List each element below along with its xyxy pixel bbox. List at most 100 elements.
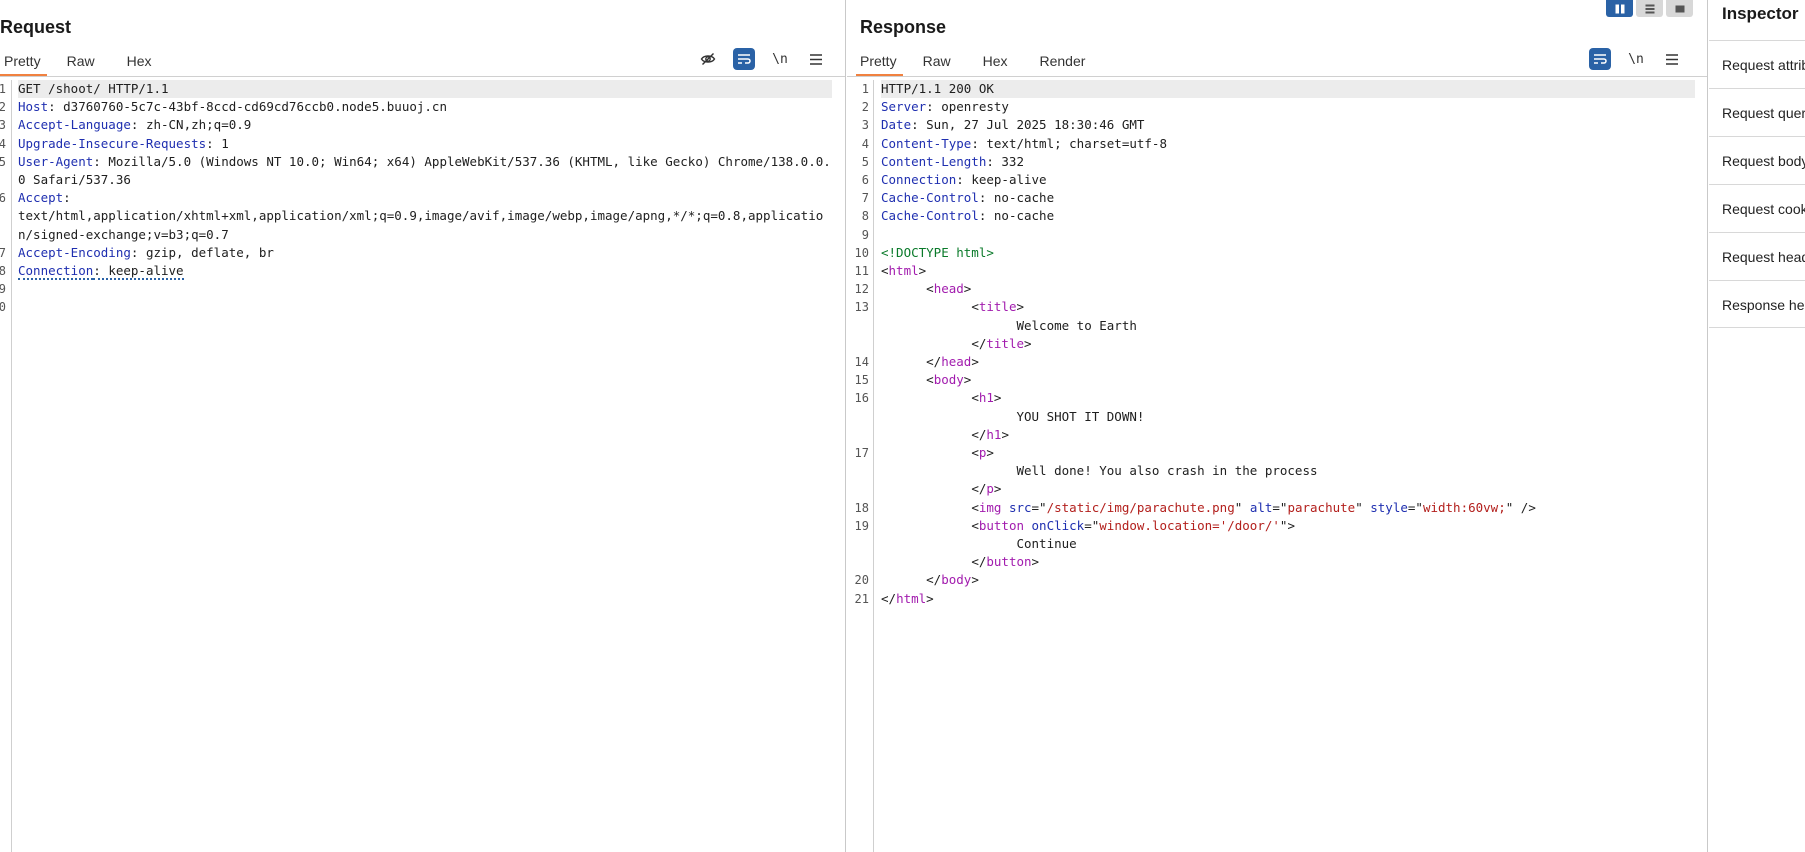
response-toolbar: \n [1589, 48, 1683, 70]
bracket: > [963, 281, 972, 297]
bracket: < [971, 499, 979, 515]
html-text: YOU SHOT IT DOWN! [1016, 408, 1145, 424]
code-text: YOU SHOT IT DOWN! [881, 408, 1695, 426]
line-number: 21 [854, 591, 869, 606]
inspector-item-response-headers[interactable]: Response headers [1709, 280, 1805, 328]
inspector-item-request-headers[interactable]: Request headers [1709, 232, 1805, 280]
split-rows-icon[interactable] [1636, 0, 1663, 17]
code-text: Host: d3760760-5c7c-43bf-8ccd-cd69cd76cc… [18, 98, 832, 116]
response-line: 14 </head> [847, 353, 1695, 371]
bracket: </ [926, 354, 942, 370]
bracket: </ [971, 481, 987, 497]
header-value: : 1 [206, 135, 229, 151]
attr-quote: " [1234, 499, 1243, 515]
inspector-item-request-query-parameters[interactable]: Request query parameters [1709, 88, 1805, 136]
request-tab-raw[interactable]: Raw [66, 53, 95, 69]
split-columns-icon[interactable] [1606, 0, 1633, 17]
hamburger-icon[interactable] [1661, 48, 1683, 70]
bracket: < [971, 299, 979, 315]
attr-quote: " [1355, 499, 1363, 515]
attr-value: window.location='/door/' [1099, 517, 1280, 533]
eye-off-icon[interactable] [697, 48, 719, 70]
response-gutter [847, 80, 874, 852]
indent [881, 318, 1016, 333]
bracket: < [971, 390, 979, 406]
attr-name: style [1370, 499, 1408, 515]
code-text: Content-Length: 332 [881, 153, 1695, 171]
inspector-item-request-attributes[interactable]: Request attributes [1709, 40, 1805, 88]
response-tab-raw[interactable]: Raw [922, 53, 951, 69]
header-name: Date [881, 117, 912, 133]
hamburger-icon[interactable] [805, 48, 827, 70]
indent [881, 299, 971, 314]
request-tab-pretty[interactable]: Pretty [0, 50, 47, 77]
header-name: Accept [18, 190, 64, 206]
doctype: <!DOCTYPE html> [881, 244, 994, 260]
code-text: </body> [881, 571, 1695, 589]
response-line: 17 <p> [847, 444, 1695, 462]
wrap-icon[interactable] [733, 48, 755, 70]
attr-quote: " [1279, 517, 1288, 533]
response-line: 16 <h1> [847, 389, 1695, 407]
response-tab-hex[interactable]: Hex [982, 53, 1008, 69]
line-number: 14 [854, 355, 869, 370]
response-tabs: Pretty Raw Hex Render [856, 50, 1117, 77]
code-text: <!DOCTYPE html> [881, 244, 1695, 262]
tag-name: title [978, 299, 1017, 315]
newline-toggle[interactable]: \n [1628, 51, 1644, 67]
inspector-item-request-body-parameters[interactable]: Request body parameters [1709, 136, 1805, 184]
response-line: </p> [847, 480, 1695, 498]
code-text: HTTP/1.1 200 OK [881, 80, 1695, 99]
single-pane-icon[interactable] [1666, 0, 1693, 17]
line-number [847, 553, 869, 571]
bracket: < [926, 372, 934, 388]
response-line: 15 <body> [847, 371, 1695, 389]
code-text: Upgrade-Insecure-Requests: 1 [18, 135, 832, 153]
request-title: Request [0, 17, 72, 37]
header-value: : no-cache [978, 190, 1055, 206]
header-name: Accept-Encoding [18, 244, 131, 260]
tag-name: body [933, 372, 964, 388]
code-text: Accept: text/html,application/xhtml+xml,… [18, 189, 832, 244]
request-gutter [0, 80, 12, 852]
bracket: > [1287, 517, 1295, 533]
request-line: 10 [0, 298, 833, 316]
code-text [881, 226, 1695, 244]
line-number: 13 [854, 300, 869, 315]
header-name: Content-Length [881, 153, 987, 169]
bracket: > [1031, 554, 1040, 570]
newline-toggle[interactable]: \n [772, 51, 788, 67]
line-number: 16 [854, 391, 869, 406]
response-tab-pretty[interactable]: Pretty [856, 50, 903, 77]
line-number: 1 [861, 82, 869, 96]
code-text: Well done! You also crash in the process [881, 462, 1695, 480]
response-tab-render[interactable]: Render [1039, 53, 1086, 69]
bracket: > [963, 372, 972, 388]
line-number [847, 535, 869, 553]
header-value: : text/html,application/xhtml+xml,applic… [18, 190, 824, 242]
code-text: <h1> [881, 389, 1695, 407]
request-tab-hex[interactable]: Hex [126, 53, 152, 69]
line-number: 6 [861, 173, 869, 188]
attr-name: onClick [1031, 517, 1085, 533]
attr-quote: " [1505, 499, 1514, 515]
space [1001, 500, 1009, 515]
inspector-item-request-cookies[interactable]: Request cookies [1709, 184, 1805, 232]
indent [881, 500, 971, 515]
header-value: : keep-alive [93, 263, 184, 281]
tag-name: html [888, 263, 919, 279]
bracket: > [993, 390, 1002, 406]
code-text: <button onClick="window.location='/door/… [881, 517, 1695, 535]
line-number: 9 [0, 282, 6, 297]
bracket: < [881, 263, 889, 279]
wrap-icon[interactable] [1589, 48, 1611, 70]
bracket: </ [971, 426, 987, 442]
html-text: Welcome to Earth [1016, 317, 1137, 333]
